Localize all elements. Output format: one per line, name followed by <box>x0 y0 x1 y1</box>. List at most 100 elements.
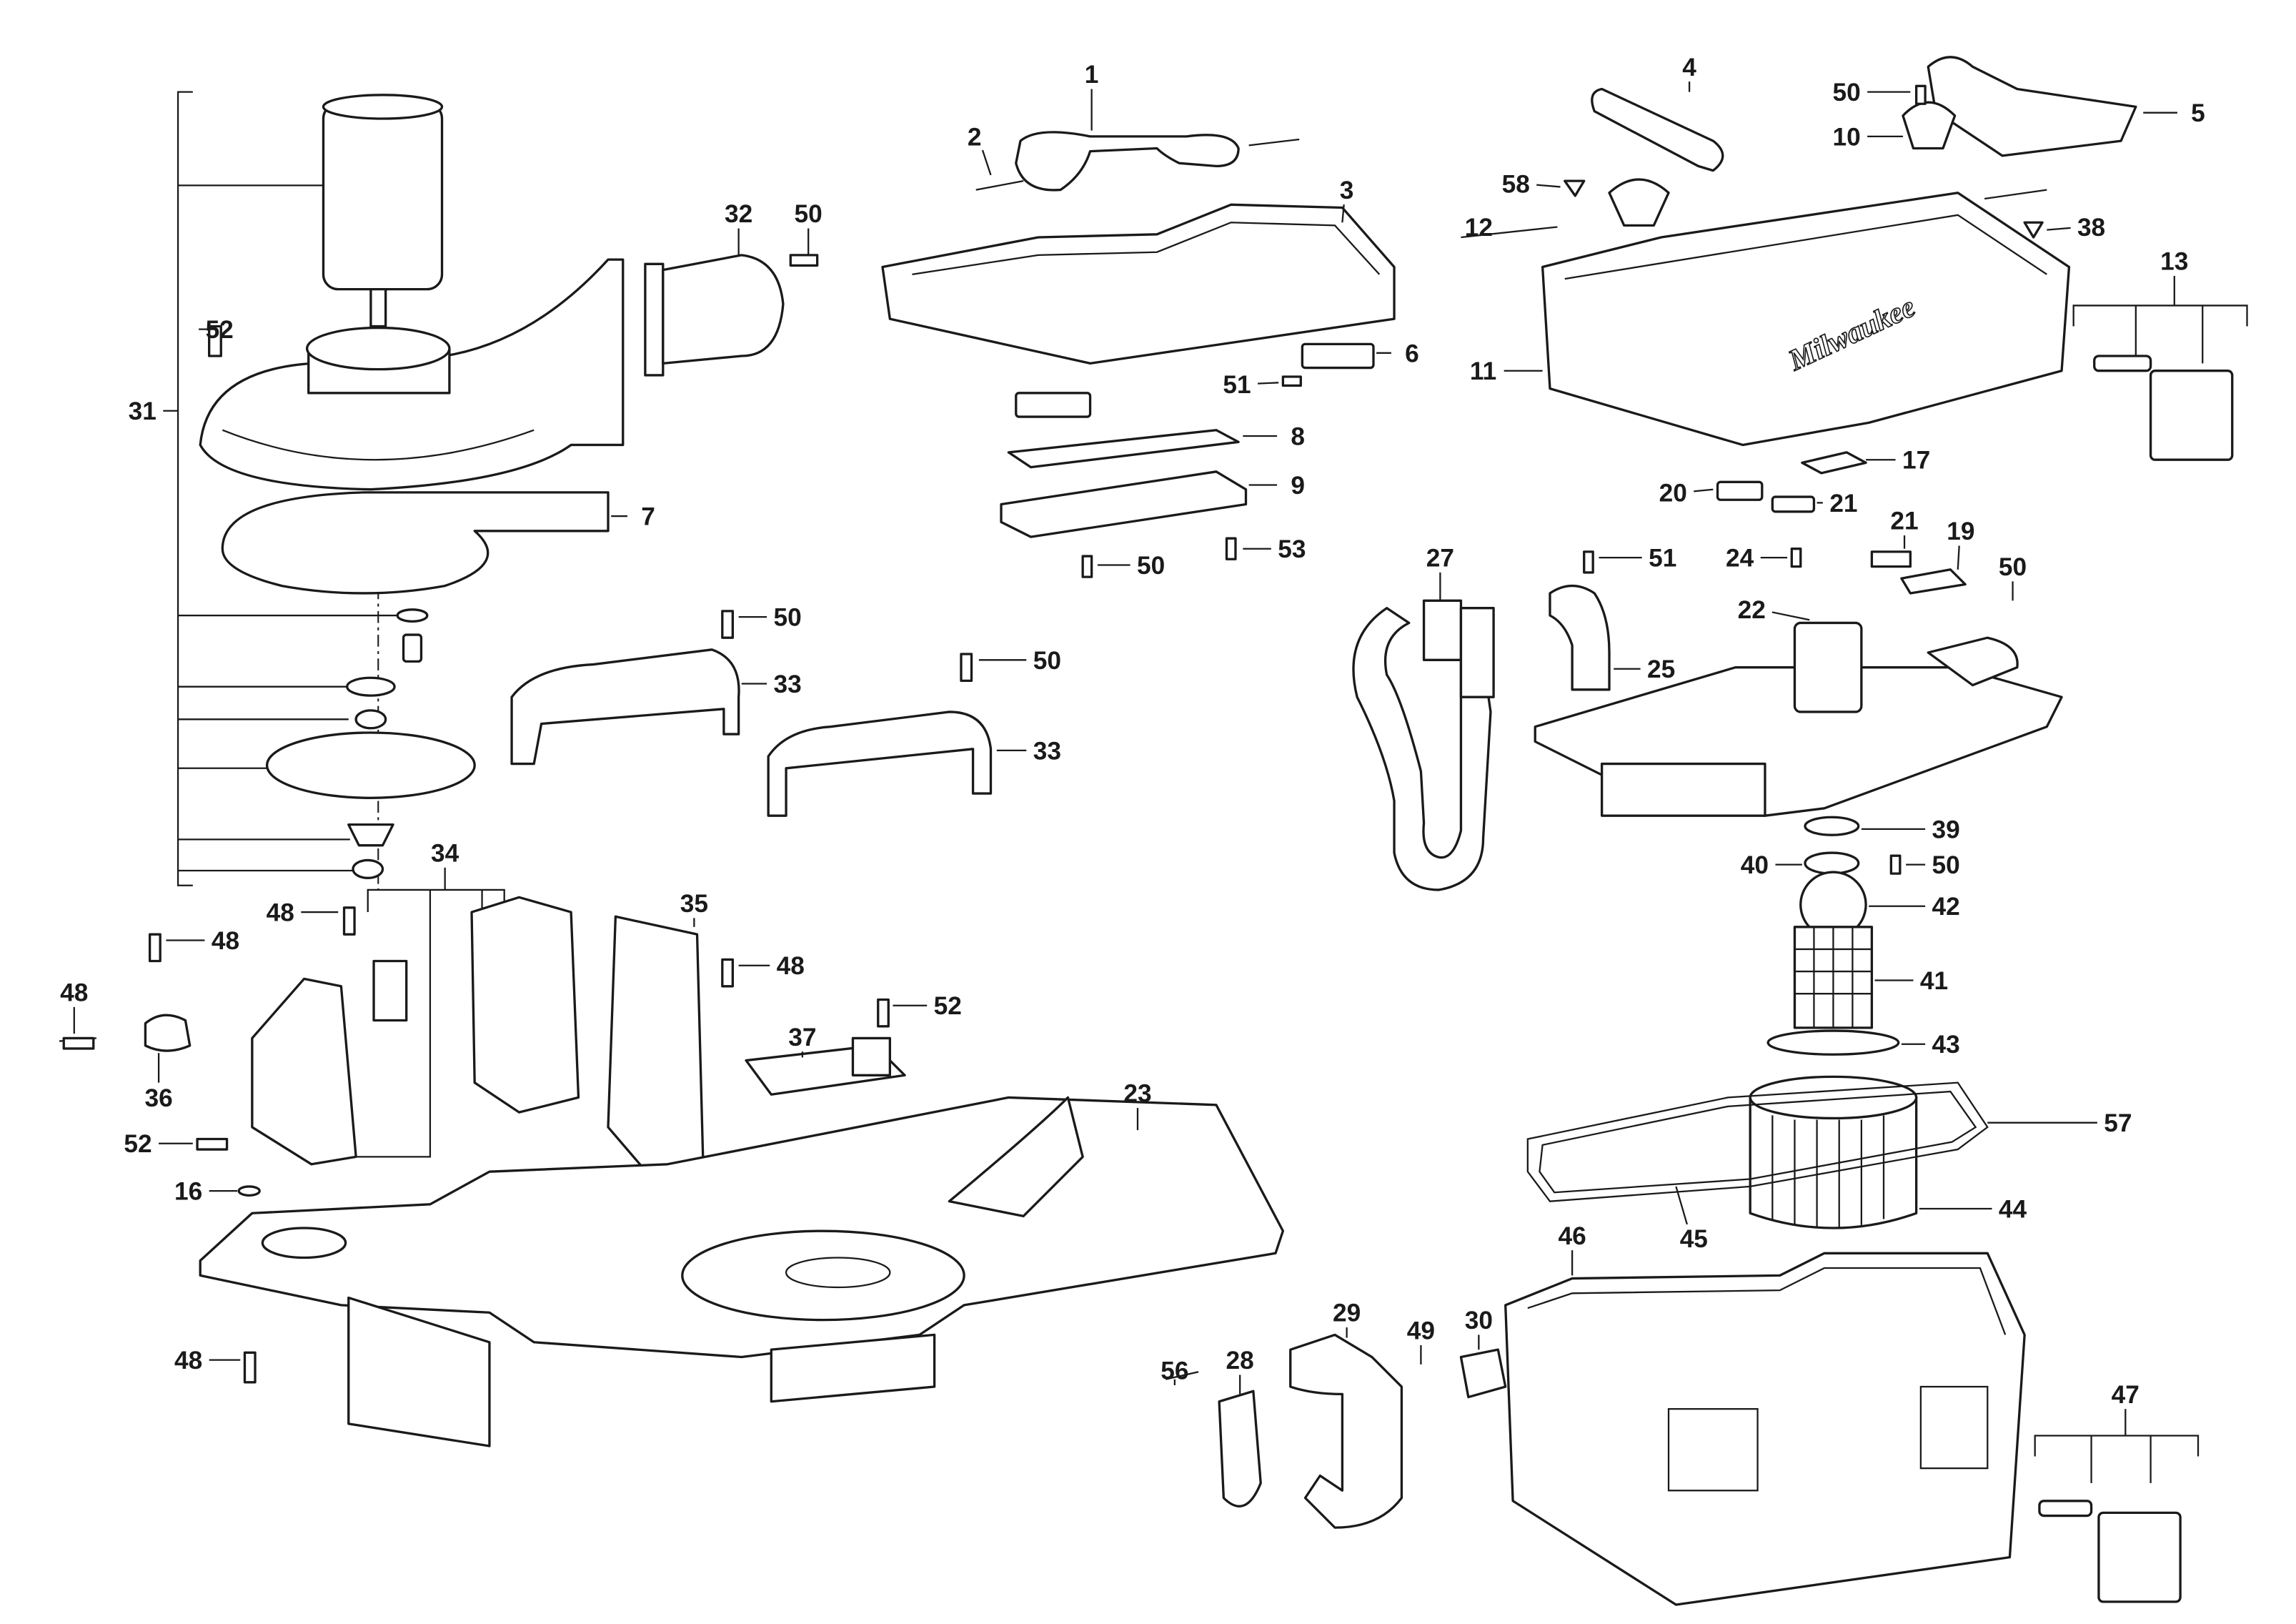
callout-52: 52 <box>199 316 234 344</box>
callout-number: 43 <box>1932 1031 1960 1059</box>
callout-number: 38 <box>2077 214 2105 242</box>
callout-33: 33 <box>741 670 802 698</box>
callout-40: 40 <box>1741 851 1802 879</box>
callout-52: 52 <box>893 992 962 1020</box>
leader-line <box>1341 204 1345 223</box>
callout-number: 33 <box>774 670 802 698</box>
callout-48: 48 <box>60 979 88 1034</box>
callout-number: 51 <box>1649 545 1676 573</box>
callout-57: 57 <box>1987 1109 2132 1137</box>
leader-line <box>1957 545 1960 570</box>
callout-42: 42 <box>1869 893 1960 921</box>
callout-41: 41 <box>1874 967 1948 995</box>
callout-22: 22 <box>1738 596 1810 624</box>
callout-5: 5 <box>2143 99 2205 127</box>
gasket-8-tray-9-parts <box>1000 429 1248 538</box>
callout-number: 58 <box>1502 171 1530 199</box>
handle-33-parts <box>510 648 993 817</box>
callout-number: 25 <box>1647 655 1675 683</box>
callout-number: 39 <box>1932 816 1960 843</box>
callout-number: 34 <box>431 840 459 868</box>
callout-36: 36 <box>144 1053 173 1112</box>
callout-number: 48 <box>212 927 239 955</box>
callout-48: 48 <box>174 1347 241 1375</box>
callout-number: 22 <box>1738 596 1766 624</box>
callout-number: 21 <box>1829 490 1857 518</box>
callout-number: 40 <box>1741 851 1769 879</box>
callout-30: 30 <box>1465 1307 1493 1350</box>
callout-number: 51 <box>1223 371 1251 399</box>
callout-50: 50 <box>1832 79 1911 107</box>
callout-number: 6 <box>1405 340 1419 367</box>
callout-number: 50 <box>1033 647 1061 675</box>
callout-number: 52 <box>206 316 234 344</box>
callout-number: 57 <box>2104 1109 2132 1137</box>
callout-38: 38 <box>2047 214 2105 242</box>
callout-43: 43 <box>1901 1031 1960 1059</box>
callout-number: 35 <box>680 890 708 918</box>
callout-number: 33 <box>1033 737 1061 765</box>
tube-4-part <box>1591 87 1724 172</box>
callout-number: 8 <box>1291 422 1305 450</box>
side-parts-28-29-30 <box>1166 1333 1507 1529</box>
callout-number: 23 <box>1123 1080 1151 1108</box>
leader-line <box>2047 227 2071 231</box>
callout-number: 37 <box>788 1024 816 1051</box>
callout-number: 50 <box>1832 79 1860 107</box>
gasket-57-part <box>1526 1081 1989 1202</box>
callout-37: 37 <box>788 1024 817 1058</box>
callout-47: 47 <box>2112 1381 2140 1436</box>
leader-line <box>981 149 992 176</box>
base-23-part <box>199 1096 1285 1447</box>
small-parts-17-20-21 <box>1716 451 1967 595</box>
callout-45: 45 <box>1675 1186 1708 1253</box>
callout-number: 24 <box>1726 545 1754 573</box>
callout-50: 50 <box>978 647 1061 675</box>
callout-number: 52 <box>934 992 962 1020</box>
clips-10-58-parts <box>1461 101 2047 239</box>
gasket-7-part <box>221 491 610 595</box>
callout-number: 49 <box>1407 1317 1435 1345</box>
motor-base-22-part <box>1534 621 2063 817</box>
handle-1-part <box>975 131 1300 192</box>
callout-number: 9 <box>1291 472 1305 500</box>
callout-9: 9 <box>1248 472 1305 500</box>
callout-2: 2 <box>968 123 992 176</box>
callout-25: 25 <box>1614 655 1675 683</box>
callout-31: 31 <box>129 397 179 425</box>
callout-number: 1 <box>1085 61 1099 89</box>
callout-number: 7 <box>641 503 655 531</box>
callout-number: 16 <box>174 1178 202 1206</box>
callout-3: 3 <box>1340 177 1353 223</box>
callout-44: 44 <box>1919 1195 2027 1223</box>
callout-50: 50 <box>1999 553 2027 601</box>
callout-number: 48 <box>60 979 88 1007</box>
callout-50: 50 <box>738 604 802 632</box>
callout-number: 30 <box>1465 1307 1493 1335</box>
parts-drawing: Milwaukee <box>59 56 2248 1606</box>
callout-32: 32 <box>725 200 752 255</box>
callout-50: 50 <box>795 200 823 255</box>
callout-12: 12 <box>1465 214 1493 242</box>
callout-48: 48 <box>738 952 805 980</box>
callout-16: 16 <box>174 1178 238 1206</box>
callout-number: 10 <box>1832 123 1860 151</box>
callout-50: 50 <box>1097 552 1165 580</box>
callout-52: 52 <box>124 1130 193 1158</box>
callout-number: 50 <box>795 200 823 228</box>
callout-19: 19 <box>1947 518 1975 570</box>
callout-number: 4 <box>1682 54 1696 81</box>
callout-number: 27 <box>1426 545 1454 573</box>
nozzle-5-part <box>1927 56 2137 157</box>
callout-21: 21 <box>1817 490 1858 518</box>
callout-number: 48 <box>174 1347 202 1375</box>
callout-number: 12 <box>1465 214 1493 242</box>
latch-6-parts <box>1015 342 1375 418</box>
callout-50: 50 <box>1906 851 1960 879</box>
callout-48: 48 <box>166 927 239 955</box>
callout-17: 17 <box>1866 447 1930 475</box>
callout-number: 31 <box>129 397 156 425</box>
cover-3-part <box>881 203 1396 365</box>
callout-24: 24 <box>1726 545 1788 573</box>
callout-number: 2 <box>968 123 982 151</box>
